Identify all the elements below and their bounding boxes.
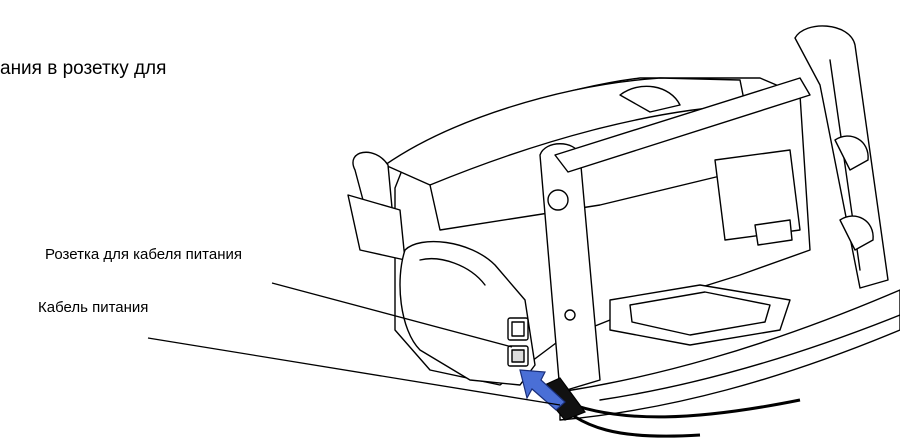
base-stand: [559, 289, 900, 421]
socket-leader-line: [271, 282, 513, 348]
handle-knob: [619, 85, 681, 113]
power-socket: [507, 317, 529, 367]
carry-bar: [554, 77, 811, 173]
instruction-text-fragment: ания в розетку для: [0, 58, 167, 79]
insert-arrow: [519, 369, 566, 411]
socket-callout-label: Розетка для кабеля питания: [45, 246, 243, 263]
cable-callout-label: Кабель питания: [38, 299, 149, 316]
rear-panel: [714, 149, 801, 241]
cable-leader-line: [147, 337, 561, 406]
